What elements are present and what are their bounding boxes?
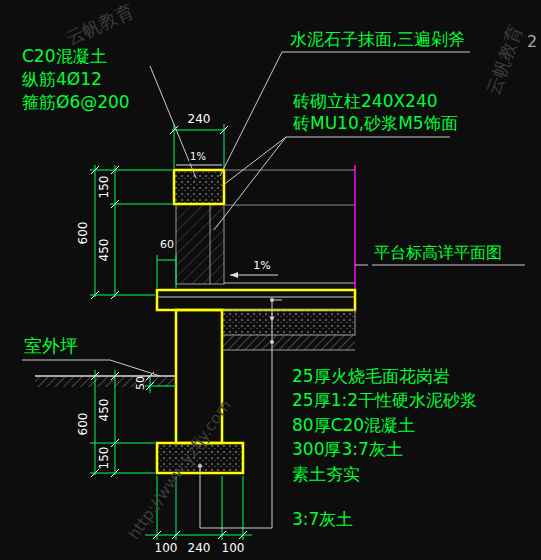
slope-mark: 1%	[189, 151, 207, 163]
dimension: 50	[135, 376, 148, 390]
dimension: 600	[77, 222, 91, 245]
layer-note: 素土夯实	[292, 465, 360, 485]
layer-note: 25厚1:2干性硬水泥砂浆	[292, 391, 477, 411]
page-mark: 2	[527, 33, 537, 51]
note-text: 纵筋4Ø12	[22, 70, 102, 90]
note-text: 砖砌立柱240X240	[293, 92, 438, 112]
dimension: 150	[98, 447, 112, 470]
dimension: 60	[159, 239, 175, 252]
dimension: 450	[98, 239, 112, 262]
note-text: C20混凝土	[22, 47, 107, 67]
layer-note: 25厚火烧毛面花岗岩	[292, 367, 450, 387]
note-text: 水泥石子抹面,三遍剁斧	[290, 30, 465, 50]
slope-mark: 1%	[252, 260, 271, 273]
note-text: 砖MU10,砂浆M5饰面	[293, 114, 458, 134]
dimension: 100	[154, 542, 179, 556]
watermark: 云帆教育	[63, 0, 137, 49]
dimension: 100	[221, 542, 246, 556]
dimension: 450	[98, 399, 112, 422]
layer-note: 300厚3:7灰土	[292, 440, 403, 460]
dimension: 240	[187, 113, 212, 127]
watermark: 云帆教育	[483, 23, 527, 98]
note-text: 平台标高详平面图	[374, 244, 502, 262]
dimension: 240	[187, 542, 212, 556]
watermark: http://www.yzfjy.com	[125, 397, 235, 544]
note-text: 箍筋Ø6@200	[22, 93, 130, 113]
note-text: 室外坪	[24, 336, 78, 357]
dimension: 600	[77, 413, 91, 436]
layer-note: 80厚C20混凝土	[292, 416, 415, 436]
dimension: 150	[98, 176, 112, 199]
layer-note: 3:7灰土	[292, 510, 353, 530]
